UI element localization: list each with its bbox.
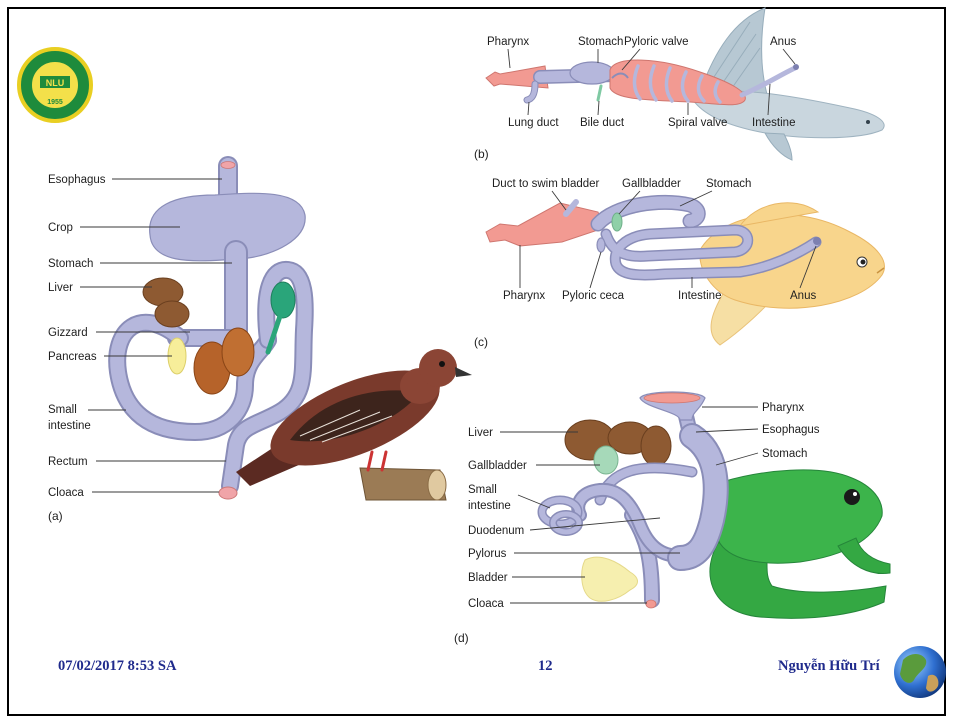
goldfish-pupil bbox=[861, 260, 866, 265]
frog-pharynx-opening bbox=[644, 393, 700, 403]
frog-front-leg bbox=[838, 538, 890, 574]
lungfish-bile-duct bbox=[598, 86, 601, 100]
label-anus: Anus bbox=[790, 290, 816, 302]
label-lung-duct: Lung duct bbox=[508, 117, 559, 129]
bird-liver-lobe bbox=[155, 301, 189, 327]
footer-datetime: 07/02/2017 8:53 SA bbox=[58, 658, 176, 675]
frog-stomach bbox=[680, 436, 716, 558]
leader-line bbox=[528, 102, 529, 115]
label-spiral-valve: Spiral valve bbox=[668, 117, 727, 129]
logo-year: 1955 bbox=[47, 99, 63, 106]
label-stomach: Stomach bbox=[48, 258, 93, 270]
bird-green-gland bbox=[271, 282, 295, 318]
goldfish-pharynx bbox=[486, 203, 604, 246]
label-cloaca: Cloaca bbox=[468, 598, 504, 610]
label-gizzard: Gizzard bbox=[48, 327, 88, 339]
label-duodenum: Duodenum bbox=[468, 525, 524, 537]
goldfish-anus bbox=[813, 237, 821, 245]
label-bile-duct: Bile duct bbox=[580, 117, 625, 129]
footer-author: Nguyễn Hữu Trí bbox=[778, 658, 880, 675]
label-bladder: Bladder bbox=[468, 572, 508, 584]
frog-digestive-system bbox=[542, 392, 716, 608]
frog-cloaca bbox=[646, 600, 656, 608]
label-liver: Liver bbox=[48, 282, 73, 294]
dove-head bbox=[419, 349, 457, 387]
bird-esophagus-opening bbox=[221, 162, 235, 169]
label-duct-to-swim-bladder: Duct to swim bladder bbox=[492, 178, 600, 190]
frog-liver-lobe bbox=[641, 426, 671, 466]
footer-page-number: 12 bbox=[538, 658, 553, 675]
label-stomach: Stomach bbox=[706, 178, 751, 190]
label-pylorus: Pylorus bbox=[468, 548, 507, 560]
label-esophagus: Esophagus bbox=[762, 424, 820, 436]
lungfish-eye bbox=[866, 120, 870, 124]
label-liver: Liver bbox=[468, 427, 493, 439]
frog-gallbladder bbox=[594, 446, 618, 474]
label-small-intestine-line2: intestine bbox=[48, 420, 91, 432]
label-pyloric-ceca: Pyloric ceca bbox=[562, 290, 625, 302]
label-pharynx: Pharynx bbox=[762, 402, 804, 414]
globe-icon bbox=[894, 646, 946, 698]
panel-label-c: (c) bbox=[474, 335, 488, 349]
label-pyloric-valve: Pyloric valve bbox=[624, 36, 689, 48]
dove-legs bbox=[368, 452, 386, 470]
leader-line bbox=[508, 49, 510, 68]
lungfish-stomach bbox=[570, 62, 614, 84]
dove-beak bbox=[455, 367, 472, 377]
university-logo: NLU 1955 bbox=[19, 49, 91, 121]
label-rectum: Rectum bbox=[48, 456, 88, 468]
frog-bladder bbox=[582, 557, 638, 601]
label-gallbladder: Gallbladder bbox=[622, 178, 681, 190]
label-pharynx: Pharynx bbox=[503, 290, 545, 302]
label-esophagus: Esophagus bbox=[48, 174, 106, 186]
label-small-intestine-line2: intestine bbox=[468, 500, 511, 512]
frog-illustration bbox=[710, 470, 890, 618]
leader-line bbox=[783, 49, 795, 64]
frog-eye-highlight bbox=[853, 492, 857, 496]
branch-end bbox=[428, 470, 446, 500]
label-cloaca: Cloaca bbox=[48, 487, 84, 499]
lungfish-anus bbox=[793, 64, 799, 70]
label-pancreas: Pancreas bbox=[48, 351, 97, 363]
panel-label-d: (d) bbox=[454, 631, 469, 645]
dove-eye bbox=[439, 361, 445, 367]
label-gallbladder: Gallbladder bbox=[468, 460, 527, 472]
logo-text: NLU bbox=[46, 78, 65, 88]
lungfish-bottom-fin bbox=[765, 133, 792, 160]
label-intestine: Intestine bbox=[752, 117, 795, 129]
goldfish-gallbladder bbox=[612, 213, 622, 231]
label-small-intestine-line1: Small bbox=[468, 484, 497, 496]
label-small-intestine-line1: Small bbox=[48, 404, 77, 416]
label-intestine: Intestine bbox=[678, 290, 721, 302]
bird-gizzard-lobe bbox=[222, 328, 254, 376]
panel-label-a: (a) bbox=[48, 509, 63, 523]
leader-line bbox=[598, 101, 599, 115]
label-crop: Crop bbox=[48, 222, 73, 234]
label-stomach: Stomach bbox=[578, 36, 623, 48]
label-pharynx: Pharynx bbox=[487, 36, 529, 48]
frog-eye bbox=[844, 489, 860, 505]
goldfish-pyloric-ceca bbox=[597, 238, 605, 252]
leader-line bbox=[590, 252, 601, 288]
bird-cloaca bbox=[219, 487, 237, 499]
label-anus: Anus bbox=[770, 36, 796, 48]
label-stomach: Stomach bbox=[762, 448, 807, 460]
panel-label-b: (b) bbox=[474, 147, 489, 161]
